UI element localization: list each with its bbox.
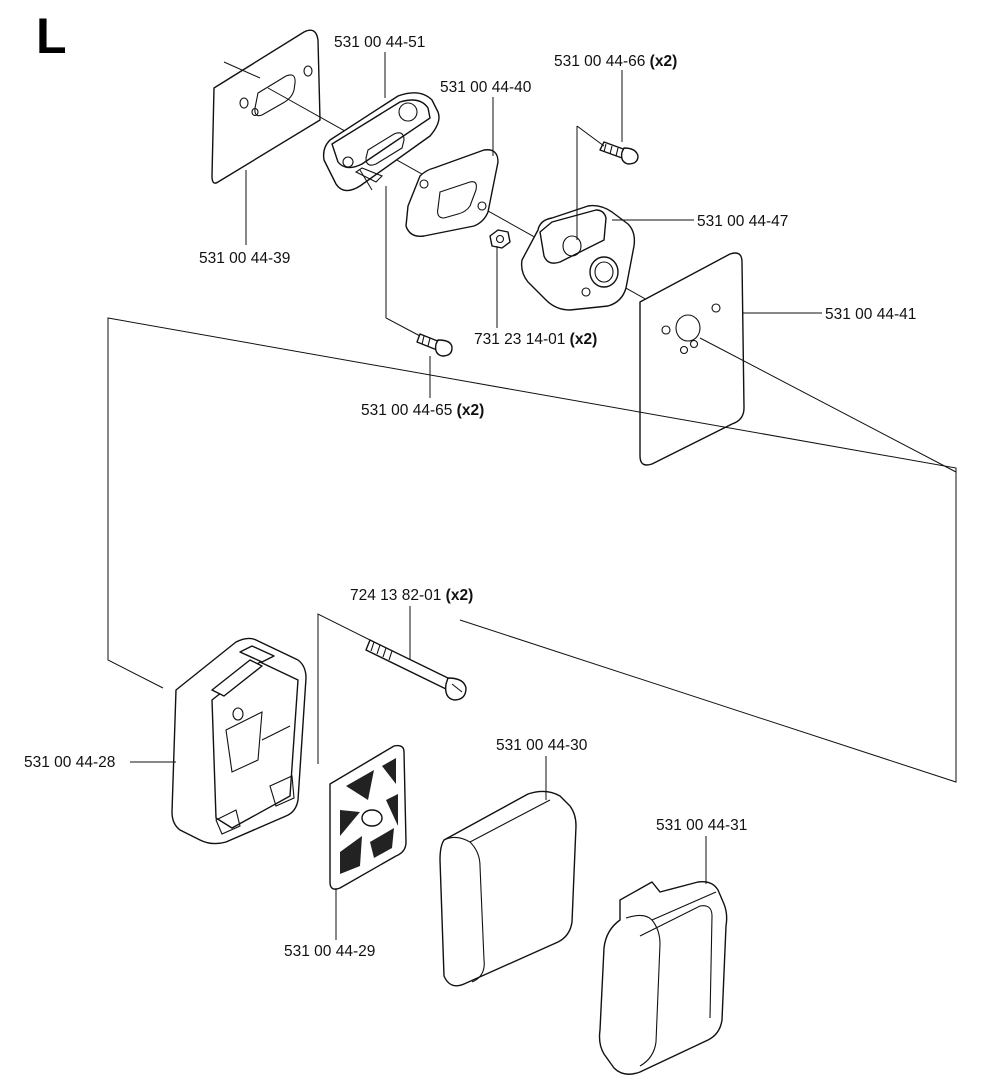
- part-label-41: 531 00 44-41: [825, 306, 916, 323]
- filter-housing-28-drawing: [171, 637, 307, 845]
- screw-66-guide-b: [576, 125, 605, 147]
- cover-31-drawing: [598, 880, 728, 1075]
- axis-line-left: [223, 61, 261, 79]
- part-label-29: 531 00 44-29: [284, 943, 375, 960]
- part-label-51: 531 00 44-51: [334, 34, 425, 51]
- nut-drawing: [489, 229, 511, 249]
- part-label-65: 531 00 44-65 (x2): [361, 402, 484, 419]
- gasket-41-drawing: [639, 252, 745, 466]
- filter-30-drawing: [439, 790, 577, 987]
- axis-line-right: [699, 337, 957, 473]
- part-label-40: 531 00 44-40: [440, 79, 532, 96]
- bolt-drawing: [365, 639, 467, 701]
- part-label-66: 531 00 44-66 (x2): [554, 53, 677, 70]
- part-label-28: 531 00 44-28: [24, 754, 115, 771]
- part-label-47: 531 00 44-47: [697, 213, 788, 230]
- screw-65-drawing: [416, 333, 453, 357]
- part-label-39: 531 00 44-39: [199, 250, 290, 267]
- part-label-31: 531 00 44-31: [656, 817, 747, 834]
- screw-65-guide: [385, 186, 421, 337]
- part-label-731: 731 23 14-01 (x2): [474, 331, 597, 348]
- bolt-guide: [317, 613, 371, 764]
- section-letter: L: [36, 8, 67, 64]
- adapter-47-drawing: [520, 204, 636, 311]
- part-label-30: 531 00 44-30: [496, 737, 588, 754]
- gasket-40-drawing: [405, 149, 499, 237]
- spacer-51-drawing: [322, 92, 440, 192]
- gasket-39-drawing: [211, 29, 321, 184]
- assembly-outline: [107, 317, 957, 783]
- filter-29-drawing: [329, 744, 407, 890]
- part-label-724: 724 13 82-01 (x2): [350, 587, 473, 604]
- screw-66-drawing: [599, 141, 639, 165]
